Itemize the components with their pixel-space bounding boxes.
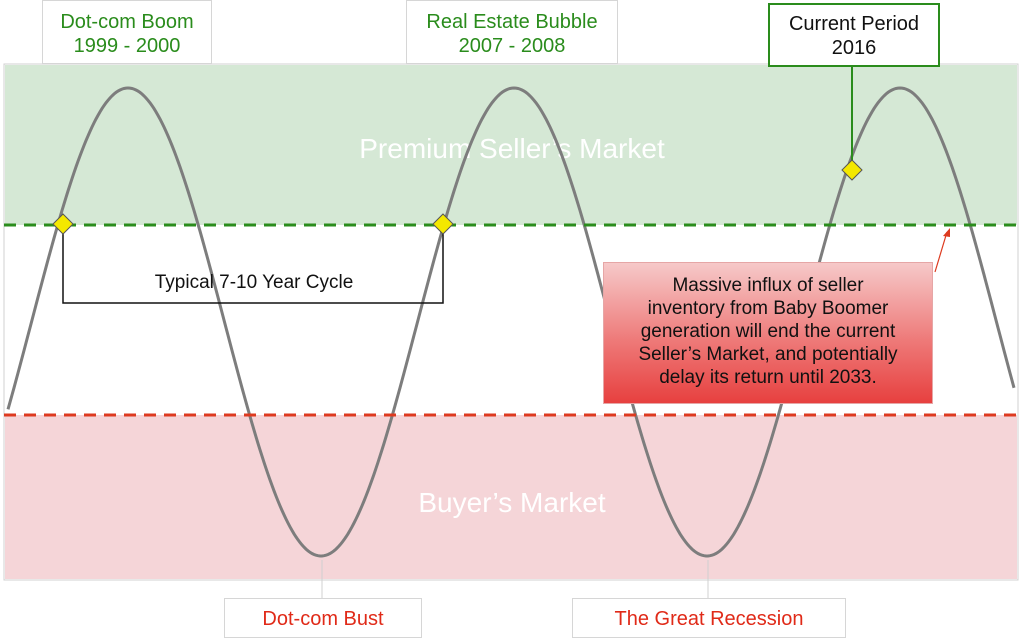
seller-zone-label: Premium Seller’s Market (359, 133, 665, 164)
current-period-year: 2016 (831, 37, 877, 59)
peak-label-dotcom-boom: Dot-com Boom 1999 - 2000 (42, 0, 212, 64)
trough-label-dotcom-bust: Dot-com Bust (224, 598, 422, 638)
current-period-marker (841, 159, 863, 181)
peak-title: Dot-com Boom (60, 11, 194, 33)
trough-title: The Great Recession (614, 608, 804, 630)
peak-years: 2007 - 2008 (458, 35, 566, 57)
current-period-title: Current Period (788, 13, 920, 35)
note-arrow (934, 231, 948, 273)
note-line: delay its return until 2033. (659, 367, 877, 388)
peak-years: 1999 - 2000 (73, 35, 181, 57)
current-period-box: Current Period 2016 (768, 3, 940, 67)
cycle-end-marker (432, 213, 454, 235)
note-line: generation will end the current (640, 321, 896, 342)
peak-title: Real Estate Bubble (426, 11, 598, 33)
trough-label-great-recession: The Great Recession (572, 598, 846, 638)
trough-title: Dot-com Bust (262, 608, 384, 630)
note-line: Seller’s Market, and potentially (638, 344, 898, 365)
note-arrow-head (943, 228, 950, 237)
buyer-zone-label: Buyer’s Market (418, 487, 605, 518)
cycle-bracket (62, 224, 444, 304)
peak-label-real-estate-bubble: Real Estate Bubble 2007 - 2008 (406, 0, 618, 64)
baby-boomer-note: Massive influx of seller inventory from … (603, 262, 933, 404)
note-line: Massive influx of seller (672, 275, 864, 296)
buyer-market-zone (5, 415, 1017, 579)
cycle-label: Typical 7-10 Year Cycle (154, 272, 354, 293)
seller-market-zone (5, 65, 1017, 225)
cycle-start-marker (52, 213, 74, 235)
note-line: inventory from Baby Boomer (647, 298, 889, 319)
